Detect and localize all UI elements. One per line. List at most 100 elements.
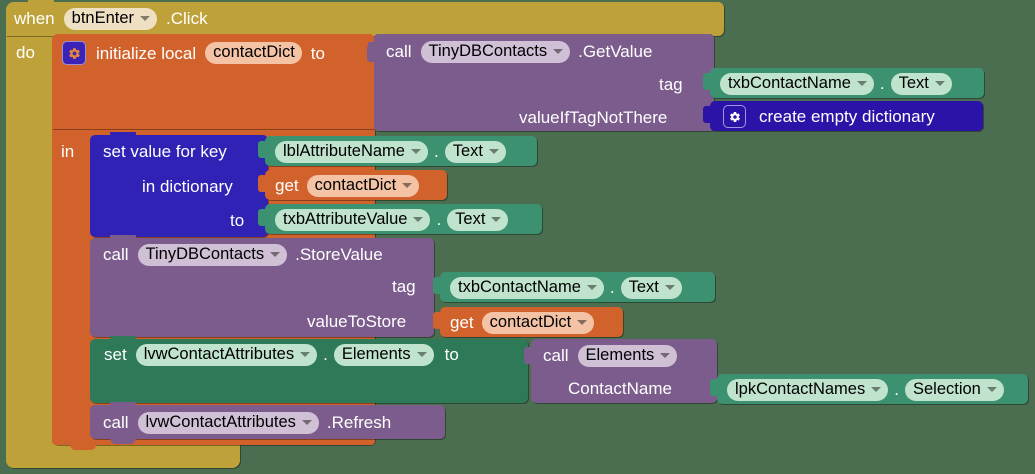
event-component-dropdown[interactable]: btnEnter: [63, 8, 158, 30]
elements-procedure-dropdown[interactable]: Elements: [577, 345, 678, 367]
getvalue-valueiftagnotthere-arg-label: valueIfTagNotThere: [519, 108, 668, 127]
chevron-down-icon: [410, 148, 421, 154]
getter-property-label-5: Selection: [912, 380, 981, 398]
storevalue-top-notch: [110, 235, 136, 242]
getter-component-label-5: lpkContactNames: [735, 380, 866, 398]
get-variable-dropdown-1[interactable]: contactDict: [306, 175, 420, 197]
getter-row-2: lblAttributeName . Text: [275, 141, 506, 163]
getter-component-label-1: txbContactName: [728, 74, 851, 92]
getter-component-dropdown-1[interactable]: txbContactName: [720, 73, 874, 95]
get-contactdict-plug-1: [258, 175, 267, 192]
getvalue-component-dropdown[interactable]: TinyDBContacts: [420, 41, 571, 63]
in-label: in: [61, 142, 75, 161]
set-label: set: [104, 345, 127, 365]
chevron-down-icon: [934, 80, 945, 86]
event-block-top-notch: [28, 0, 54, 7]
set-elements-property-label: Elements: [341, 345, 411, 363]
getter-component-dropdown-4[interactable]: txbContactName: [450, 277, 604, 299]
getter-dot-4: .: [609, 278, 615, 298]
getter-row-1: txbContactName . Text: [720, 73, 952, 95]
set-elements-component-dropdown[interactable]: lvwContactAttributes: [135, 344, 318, 366]
to-label: to: [310, 43, 325, 63]
initialize-local-label: initialize local: [96, 43, 197, 63]
getter-plug-5: [710, 379, 719, 396]
call-label-refresh: call: [103, 413, 129, 433]
getter-plug-1: [703, 73, 712, 90]
call-label-elements: call: [543, 346, 569, 366]
set-elements-top-notch: [110, 336, 136, 343]
call-label-storevalue: call: [103, 245, 129, 265]
refresh-bottom-notch: [110, 437, 136, 444]
create-empty-dictionary-block[interactable]: [710, 101, 983, 131]
getter-property-label-2: Text: [452, 142, 483, 160]
getter-property-label-4: Text: [628, 278, 659, 296]
chevron-down-icon: [664, 284, 675, 290]
getter-property-dropdown-3[interactable]: Text: [447, 209, 509, 231]
getter-dot-5: .: [894, 380, 899, 400]
set-value-for-key-block[interactable]: [90, 135, 268, 237]
local-variable-name-field[interactable]: contactDict: [205, 42, 302, 64]
elements-procedure-label: Elements: [585, 346, 655, 364]
gear-icon[interactable]: [723, 105, 746, 128]
getvalue-component-label: TinyDBContacts: [428, 42, 548, 60]
create-empty-dictionary-row: create empty dictionary: [723, 105, 935, 128]
getter-property-dropdown-4[interactable]: Text: [620, 277, 682, 299]
elements-param-contactname-label: ContactName: [568, 379, 672, 398]
chevron-down-icon: [553, 48, 564, 54]
getter-property-dropdown-2[interactable]: Text: [444, 141, 506, 163]
getter-component-dropdown-2[interactable]: lblAttributeName: [275, 141, 428, 163]
chevron-down-icon: [140, 15, 151, 21]
getter-component-label-2: lblAttributeName: [283, 142, 405, 160]
getter-dot-2: .: [433, 142, 439, 162]
storevalue-component-label: TinyDBContacts: [145, 245, 265, 263]
chevron-down-icon: [301, 419, 312, 425]
set-elements-property-dropdown[interactable]: Elements: [333, 344, 434, 366]
getvalue-header-row: call TinyDBContacts .GetValue: [386, 41, 652, 63]
event-block-foot: [6, 444, 240, 468]
getter-plug-4: [433, 277, 442, 294]
getter-component-label-4: txbContactName: [458, 278, 581, 296]
set-elements-component-label: lvwContactAttributes: [143, 345, 295, 363]
storevalue-component-dropdown[interactable]: TinyDBContacts: [137, 244, 288, 266]
get-label-2: get: [450, 313, 474, 333]
event-component-label: btnEnter: [71, 9, 135, 27]
in-dictionary-label: in dictionary: [142, 177, 233, 196]
getter-dot-1: .: [879, 74, 885, 94]
getter-property-dropdown-1[interactable]: Text: [890, 73, 952, 95]
refresh-component-dropdown[interactable]: lvwContactAttributes: [137, 412, 319, 434]
set-elements-row: set lvwContactAttributes . Elements to: [104, 344, 459, 366]
chevron-down-icon: [660, 352, 671, 358]
gear-icon[interactable]: [62, 41, 86, 65]
chevron-down-icon: [577, 319, 588, 325]
do-label: do: [16, 43, 35, 62]
chevron-down-icon: [416, 351, 427, 357]
chevron-down-icon: [586, 284, 597, 290]
refresh-method-label: .Refresh: [326, 413, 392, 433]
event-when-row: when btnEnter .Click: [14, 8, 208, 30]
chevron-down-icon: [488, 148, 499, 154]
getvalue-tag-arg-label: tag: [659, 75, 683, 94]
getvalue-left-plug: [367, 45, 376, 62]
getter-plug-3: [258, 209, 267, 226]
refresh-component-label: lvwContactAttributes: [145, 413, 296, 431]
getter-property-label-1: Text: [898, 74, 929, 92]
getter-component-dropdown-5[interactable]: lpkContactNames: [727, 379, 889, 401]
get-contactdict-row-1: get contactDict: [275, 175, 420, 197]
get-variable-dropdown-2[interactable]: contactDict: [481, 312, 595, 334]
storevalue-tag-label: tag: [392, 277, 416, 296]
call-elements-plug: [524, 347, 533, 364]
getter-dot-3: .: [436, 210, 442, 230]
create-empty-dictionary-label: create empty dictionary: [759, 107, 935, 126]
chevron-down-icon: [871, 386, 882, 392]
getter-property-dropdown-5[interactable]: Selection: [904, 379, 1004, 401]
getter-property-label-3: Text: [455, 210, 486, 228]
chevron-down-icon: [413, 216, 424, 222]
get-variable-label-1: contactDict: [314, 176, 397, 194]
chevron-down-icon: [491, 216, 502, 222]
set-elements-to-label: to: [444, 345, 459, 365]
call-label: call: [386, 42, 412, 62]
getvalue-method-label: .GetValue: [578, 42, 653, 62]
getter-component-dropdown-3[interactable]: txbAttributeValue: [275, 209, 431, 231]
getter-row-5: lpkContactNames . Selection: [727, 379, 1004, 401]
